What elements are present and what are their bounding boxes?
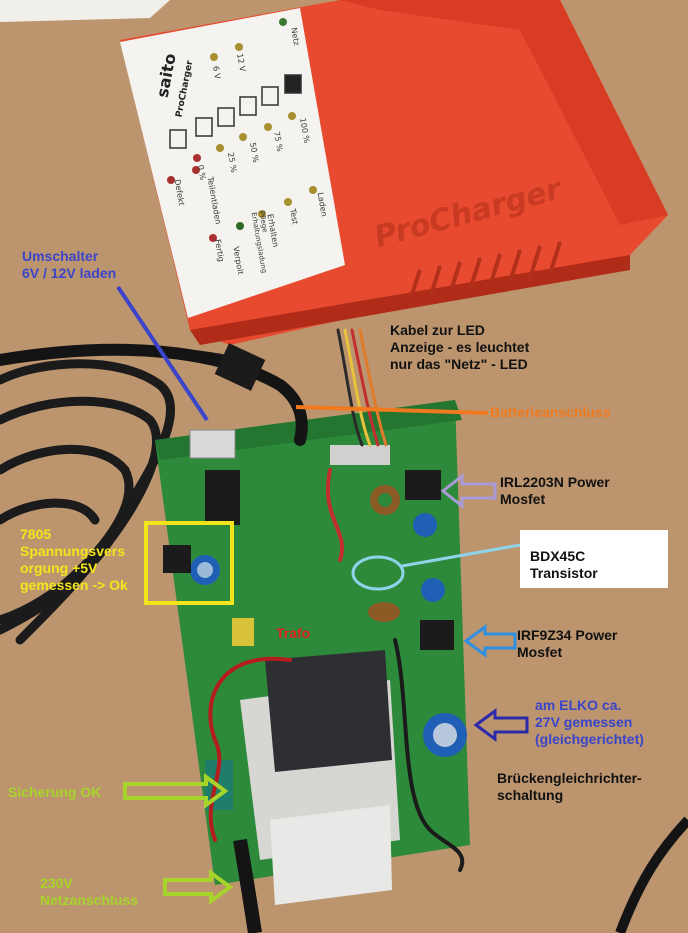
battery-connector-pointer-line <box>295 405 489 415</box>
irf9z34-annotation: IRF9Z34 Power Mosfet <box>517 627 618 660</box>
voltage-regulator-annotation: 7805 Spannungsvers orgung +5V gemessen -… <box>20 526 128 593</box>
irl2203n-annotation: IRL2203N Power Mosfet <box>500 474 610 507</box>
mains-arrow <box>163 869 234 905</box>
transistor-pointer-line <box>401 543 521 568</box>
mains-cable <box>233 838 262 933</box>
pcb-components <box>163 429 467 905</box>
transistor-label-box <box>520 530 668 588</box>
fuse-arrow <box>123 773 229 809</box>
bridge-rectifier-annotation: Brückengleichrichter- schaltung <box>497 770 642 803</box>
led-cable-annotation: Kabel zur LED Anzeige - es leuchtet nur … <box>390 322 530 372</box>
paper-sheet <box>0 0 170 22</box>
switch-pointer-line <box>116 285 209 422</box>
voltage-regulator-highlight-box <box>144 521 234 605</box>
transformer-annotation: Trafo <box>276 625 311 641</box>
elko-arrow <box>473 708 529 742</box>
irl2203n-arrow <box>440 472 497 510</box>
irf9z34-arrow <box>463 624 517 658</box>
transistor-annotation: BDX45C Transistor <box>530 548 598 581</box>
led-indicators <box>167 18 317 242</box>
fuse-annotation: Sicherung OK <box>8 784 102 800</box>
elko-annotation: am ELKO ca. 27V gemessen (gleichgerichte… <box>535 697 644 747</box>
battery-connector-annotation: Batterieanschluss <box>490 404 611 420</box>
transistor-highlight-ellipse <box>351 555 405 591</box>
switch-annotation: Umschalter 6V / 12V laden <box>22 248 117 281</box>
battery-symbols <box>169 74 302 149</box>
mains-annotation: 230V Netzanschluss <box>40 875 139 908</box>
